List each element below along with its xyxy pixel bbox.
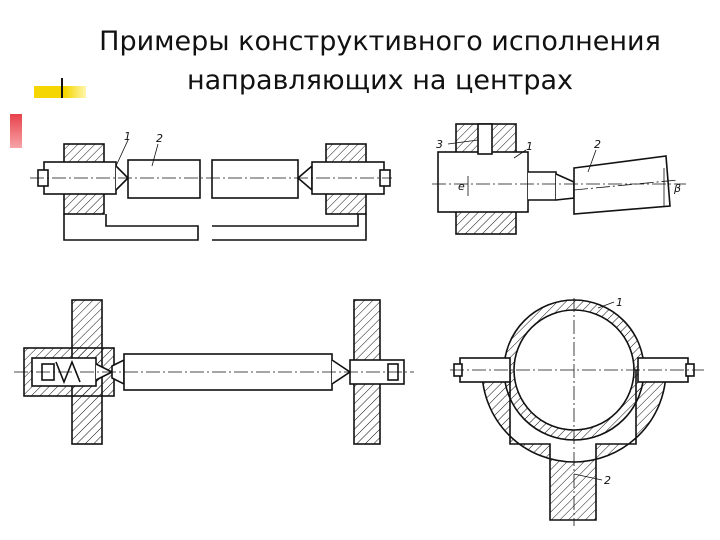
label-1: 1 [526,140,533,153]
black-tick-mark [61,78,63,98]
label-2: 2 [604,474,611,487]
diagram-ring-yoke: 1 2 [450,296,704,526]
label-1: 1 [616,296,623,309]
diagram-spring-center [14,299,414,445]
title-line-1: Примеры конструктивного исполнения [99,26,661,57]
diagram-offset-center: 3 1 2 e β [432,123,686,235]
label-2: 2 [156,132,163,145]
red-accent-bar [10,114,22,148]
title-line-2: направляющих на центрах [186,65,574,96]
label-2: 2 [594,138,601,151]
label-beta: β [673,182,681,195]
label-1: 1 [124,130,131,143]
yellow-accent-bar [34,86,86,98]
label-3: 3 [436,138,443,151]
slide-title: Примеры конструктивного исполнения напра… [60,22,700,100]
diagram-centers-two-supports: 1 2 [30,130,392,241]
label-e: e [458,180,465,193]
